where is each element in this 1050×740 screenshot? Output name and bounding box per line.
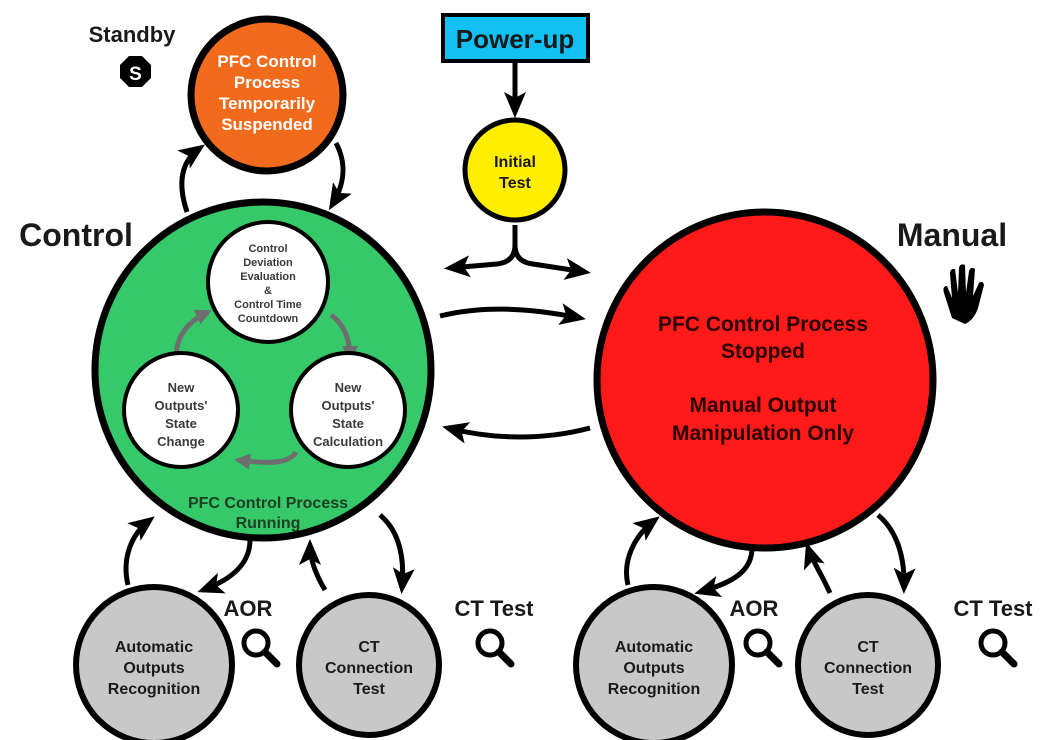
calculation-line-4: Calculation [313,434,383,449]
arrow-manual-to-manual-aor [694,547,755,598]
magnifier-icon [475,628,515,668]
manual-status-line-5: Manipulation Only [672,422,854,445]
arrow-manual-ct-to-manual [803,542,833,595]
manual-circle [593,208,937,552]
standby-circle [187,15,347,175]
manual-ct-line-3: Test [852,681,884,698]
control-aor-line-3: Recognition [108,681,200,698]
standby-badge-letter: S [129,64,142,85]
state-change-line-3: State [165,416,197,431]
arrow-test-fork-right [512,244,591,280]
calculation-line-2: Outputs' [322,398,375,413]
state-change-line-1: New [168,380,196,395]
calculation-line-1: New [335,380,363,395]
control-status-line-1: PFC Control Process [188,495,348,512]
evaluation-line-5: Control Time [234,299,302,311]
arrow-test-fork [444,225,518,278]
magnifier-icon [743,628,783,668]
cycle-state-change-circle [122,351,240,469]
arrow-control-to-manual [439,303,586,325]
power-up-label: Power-up [456,24,574,54]
control-ct-test-label: CT Test [454,596,534,621]
arrow-standby-to-control [328,141,352,211]
control-aor-line-1: Automatic [115,639,193,656]
control-aor-label: AOR [224,596,273,621]
state-change-line-2: Outputs' [155,398,208,413]
control-label: Control [19,217,133,253]
control-ct-line-3: Test [353,681,385,698]
manual-label: Manual [897,217,1007,253]
standby-label: Standby [89,22,177,47]
control-ct-line-2: Connection [325,660,413,677]
evaluation-line-2: Deviation [243,257,293,269]
standby-line-3: Temporarily [219,94,316,113]
manual-ct-line-1: CT [857,639,879,656]
evaluation-line-4: & [264,285,272,297]
control-ct-circle [296,592,442,738]
hand-icon [943,264,984,324]
control-ct-line-1: CT [358,639,380,656]
manual-status-line-4: Manual Output [690,394,837,417]
initial-test-circle [462,117,568,223]
standby-line-4: Suspended [221,115,313,134]
arrow-manual-to-control [442,422,591,444]
initial-test-line-2: Test [499,175,531,192]
arrow-cycle-right-to-left [234,450,299,470]
evaluation-line-6: Countdown [238,313,299,325]
magnifier-icon [978,628,1018,668]
manual-aor-line-2: Outputs [623,660,684,677]
arrow-control-to-ct [378,513,415,594]
control-aor-circle [73,584,235,740]
initial-test-line-1: Initial [494,154,536,171]
calculation-line-3: State [332,416,364,431]
manual-ct-circle [795,592,941,738]
manual-aor-label: AOR [730,596,779,621]
manual-aor-circle [573,584,735,740]
manual-aor-line-3: Recognition [608,681,700,698]
standby-line-1: PFC Control [217,52,316,71]
arrow-aor-to-control [123,516,155,586]
cycle-calculation-circle [289,351,407,469]
octagon-stop-icon: S [120,56,151,87]
arrow-manual-to-manual-ct [876,513,916,594]
arrow-control-to-standby [177,144,205,213]
manual-ct-test-label: CT Test [953,596,1033,621]
evaluation-line-1: Control [248,243,287,255]
manual-aor-line-1: Automatic [615,639,693,656]
arrow-control-to-aor [197,539,253,594]
manual-status-line-1: PFC Control Process [658,313,868,336]
manual-ct-line-2: Connection [824,660,912,677]
arrow-ct-to-control [299,539,328,592]
state-change-line-4: Change [157,434,205,449]
magnifier-icon [241,628,281,668]
standby-line-2: Process [234,73,300,92]
control-status-line-2: Running [236,515,301,532]
power-up-box [441,13,590,63]
evaluation-line-3: Evaluation [240,271,296,283]
control-aor-line-2: Outputs [123,660,184,677]
cycle-evaluation-circle [206,220,330,344]
arrow-manual-aor-to-manual [624,516,660,586]
manual-status-line-2: Stopped [721,340,805,363]
